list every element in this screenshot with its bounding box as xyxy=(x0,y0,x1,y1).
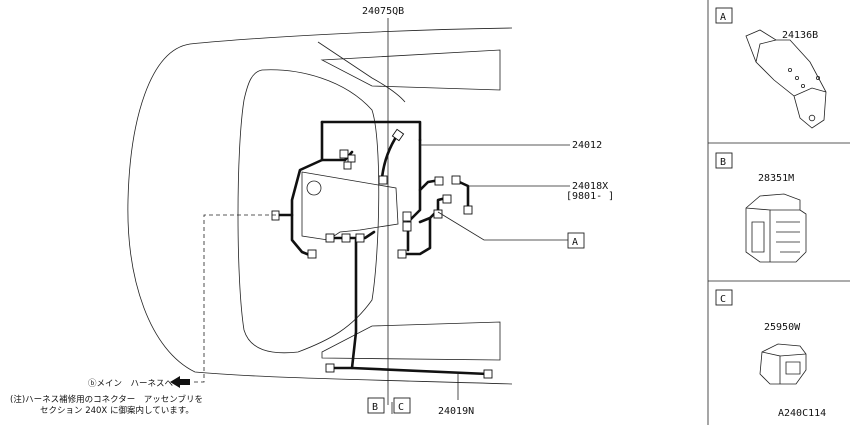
dashed-route-to-main xyxy=(192,214,276,383)
body-panel-line-upper xyxy=(317,41,406,103)
connector-28351M xyxy=(745,193,807,263)
footnote-line-2: セクション 240X に御案内しています。 xyxy=(40,405,194,416)
panel-b: B 28351M xyxy=(715,152,807,263)
part-label-24018X: 24018X xyxy=(572,181,608,192)
connector-25950W xyxy=(759,343,807,385)
arrow-to-main-harness-icon xyxy=(170,376,190,388)
callout-b-box xyxy=(367,397,385,414)
callout-b-label: B xyxy=(372,402,378,413)
panel-b-letter: B xyxy=(720,157,726,168)
panel-a-letter: A xyxy=(720,12,726,23)
footnote-line-1: (注)ハーネス補修用のコネクター アッセンブリを xyxy=(10,394,203,405)
harness-24019N xyxy=(328,238,490,376)
lower-window xyxy=(321,321,501,361)
bracket-24136B xyxy=(745,29,827,129)
panel-a: A 24136B xyxy=(715,7,827,129)
panel-b-letter-box xyxy=(715,152,733,169)
dash-cluster-outline xyxy=(301,171,399,241)
part-label-24018X-note: [9801- ] xyxy=(566,191,614,202)
panel-c-part: 25950W xyxy=(764,322,801,333)
upper-window xyxy=(320,49,501,91)
part-label-24075QB: 24075QB xyxy=(362,6,404,17)
connectors xyxy=(271,128,493,379)
panel-c-letter: C xyxy=(720,294,726,305)
diagram-id: A240C114 xyxy=(778,408,826,419)
panel-c-letter-box xyxy=(715,289,733,306)
callout-c-box xyxy=(393,397,411,414)
leader-callout-a xyxy=(437,211,568,241)
callout-c-label: C xyxy=(398,402,404,413)
panel-c: C 25950W xyxy=(715,289,807,385)
panel-b-part: 28351M xyxy=(758,173,794,184)
windshield-outline xyxy=(237,69,380,354)
main-harness-note: ⓑメイン ハーネスへ xyxy=(88,379,174,389)
part-label-24019N: 24019N xyxy=(438,406,474,417)
car-body-outline xyxy=(127,27,513,385)
panel-a-letter-box xyxy=(715,7,733,24)
part-label-24012: 24012 xyxy=(572,140,602,151)
callout-a-label: A xyxy=(572,237,578,248)
panel-a-part: 24136B xyxy=(782,30,818,41)
meter-circle xyxy=(306,180,322,196)
harness-24012 xyxy=(274,120,470,258)
callout-a-box xyxy=(567,232,585,249)
